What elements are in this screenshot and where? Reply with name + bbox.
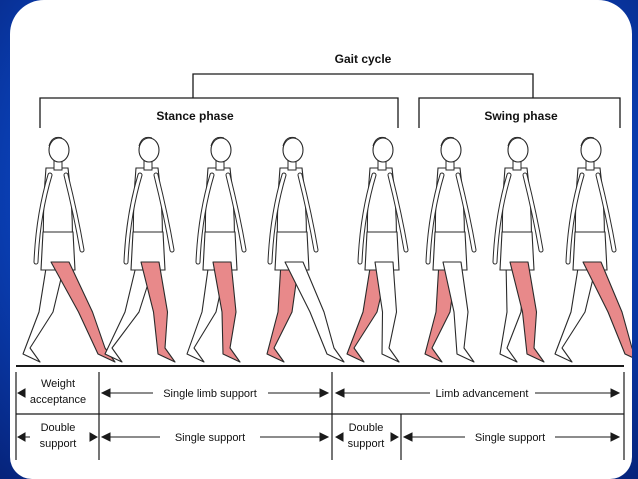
- double-support-1-line2: support: [40, 438, 77, 450]
- slide-card: Gait cycle Stance phase Swing phase Weig…: [10, 0, 632, 479]
- weight-acceptance-line2: acceptance: [30, 394, 86, 406]
- weight-acceptance-line1: Weight: [41, 378, 75, 390]
- double-support-1-line1: Double: [41, 422, 76, 434]
- limb-advancement-label: Limb advancement: [436, 388, 529, 400]
- stance-phase-bracket: [39, 97, 399, 128]
- walking-figure: [492, 136, 545, 363]
- single-support-2-label: Single support: [475, 432, 545, 444]
- swing-phase-bracket: [418, 97, 621, 128]
- walking-figure: [186, 136, 247, 363]
- walking-figure: [424, 136, 477, 363]
- single-support-1-label: Single support: [175, 432, 245, 444]
- walking-figure: [346, 136, 409, 363]
- single-limb-support-label: Single limb support: [163, 388, 257, 400]
- row2-arrows: [16, 432, 621, 442]
- header-brackets: [39, 73, 621, 128]
- walking-figure: [266, 136, 345, 363]
- double-support-2-line1: Double: [349, 422, 384, 434]
- walking-figure: [554, 136, 632, 363]
- gait-cycle-label-bg: [322, 50, 404, 68]
- walking-figure: [22, 136, 116, 363]
- gait-cycle-label: Gait cycle: [335, 52, 392, 66]
- swing-phase-label: Swing phase: [484, 109, 558, 123]
- stance-phase-label: Stance phase: [156, 109, 234, 123]
- stance-label-bg: [150, 107, 240, 125]
- phase-table: [15, 372, 625, 460]
- walking-figure: [104, 136, 176, 363]
- row1-arrows: [16, 388, 621, 398]
- gait-cycle-bracket: [192, 73, 534, 98]
- gait-cycle-diagram: Gait cycle Stance phase Swing phase Weig…: [15, 50, 632, 460]
- walking-figures: [22, 136, 632, 363]
- swing-label-bg: [480, 107, 562, 125]
- double-support-2-line2: support: [348, 438, 385, 450]
